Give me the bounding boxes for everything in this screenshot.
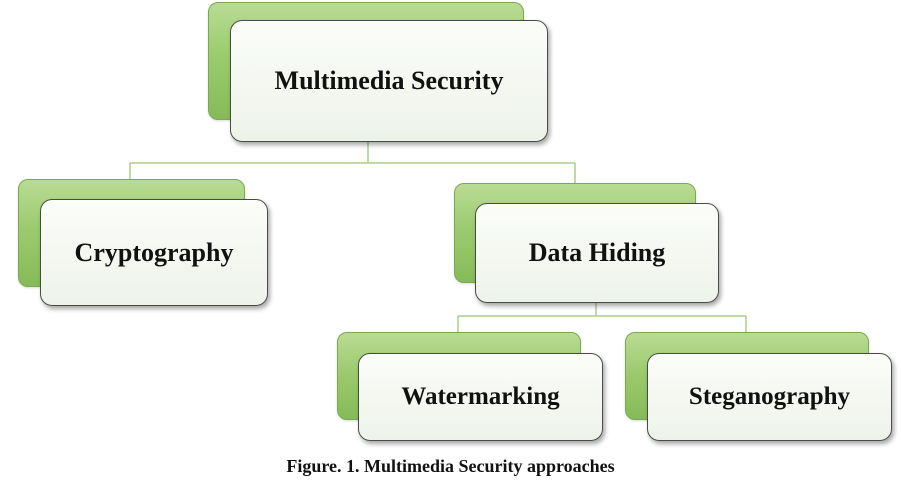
node-box: Multimedia Security: [230, 20, 548, 142]
figure-caption: Figure. 1. Multimedia Security approache…: [286, 456, 615, 476]
node-box: Watermarking: [358, 353, 603, 441]
node-label-watermarking: Watermarking: [401, 383, 560, 410]
node-box: Data Hiding: [475, 203, 719, 303]
node-label-cryptography: Cryptography: [74, 237, 234, 267]
node-label-data-hiding: Data Hiding: [528, 238, 666, 267]
node-label-steganography: Steganography: [688, 383, 851, 410]
node-box: Steganography: [647, 353, 892, 441]
node-box: Cryptography: [40, 199, 268, 306]
node-label-multimedia-security: Multimedia Security: [274, 66, 504, 95]
